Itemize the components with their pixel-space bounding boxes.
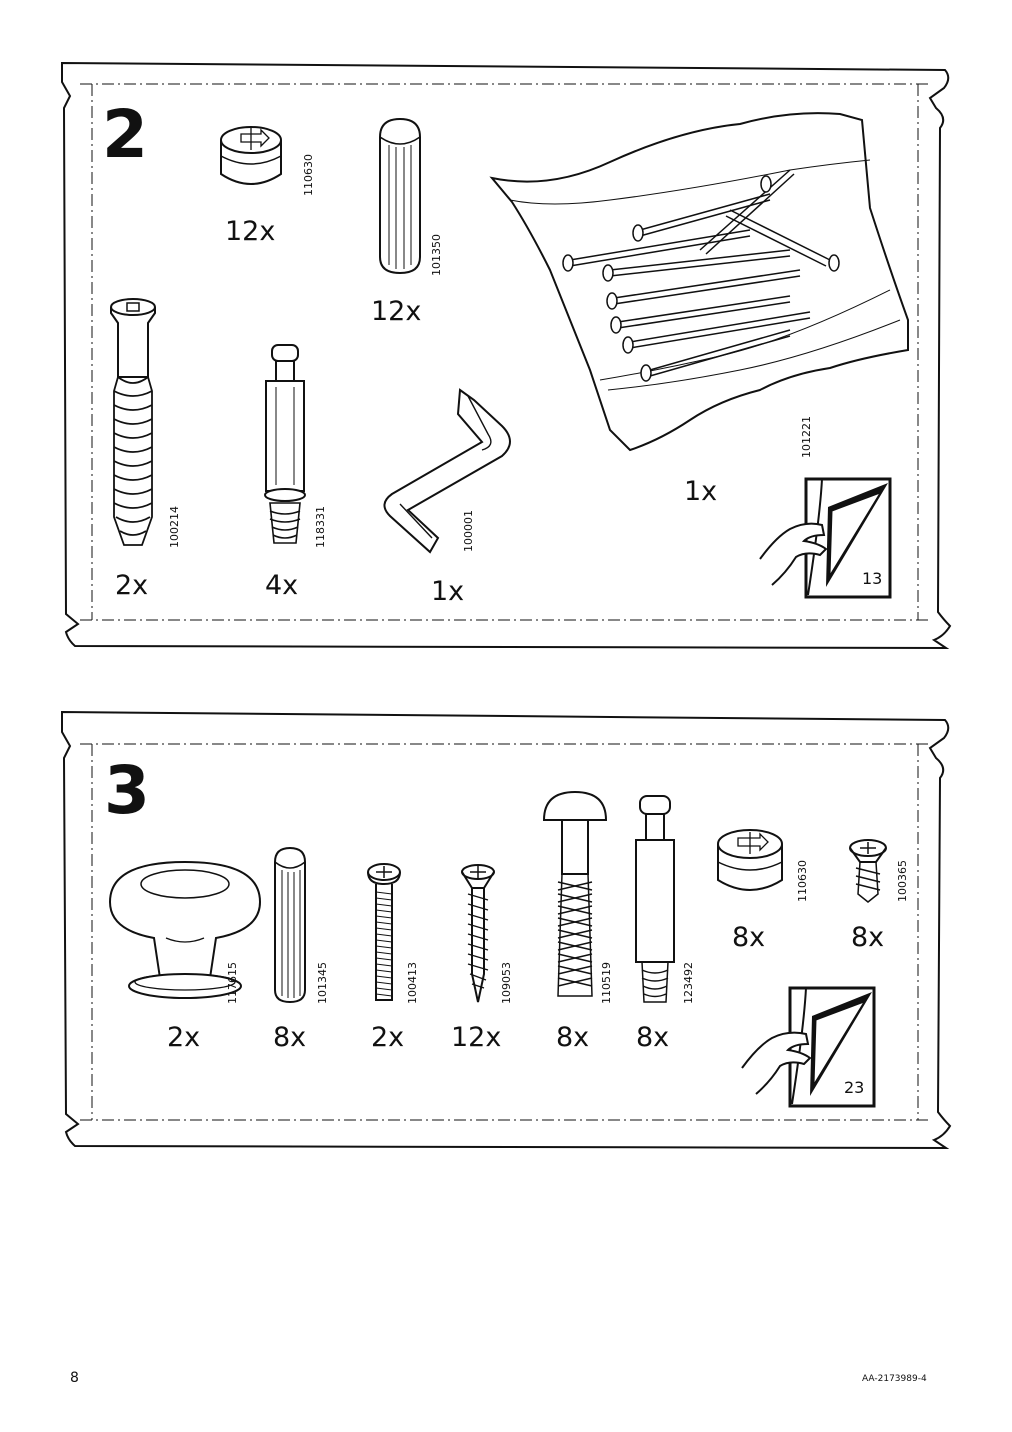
cam-lock-icon [717,829,783,891]
part-number: 117615 [226,962,239,1004]
part-quantity: 8x [851,922,885,953]
part-knob [106,860,264,1002]
part-allen-key [378,386,528,556]
part-number: 100413 [406,962,419,1004]
turn-page-icon [759,477,892,599]
part-quantity: 8x [636,1022,670,1053]
part-dowel [273,846,307,1004]
step-3-bag-outline [61,710,952,1150]
part-quantity: 2x [115,570,149,601]
part-quantity: 1x [431,576,465,607]
part-wood-screw [460,864,496,1006]
part-number: 123492 [682,962,695,1004]
part-quantity: 4x [265,570,299,601]
machine-screw-icon [367,863,401,1001]
wooden-dowel-icon [379,117,421,275]
cam-lock-icon [220,126,282,185]
part-quantity: 1x [684,476,718,507]
part-number: 110630 [796,860,809,902]
nail-bag-icon [489,112,909,452]
wooden-dowel-icon [274,846,306,1004]
document-code: AA-2173989-4 [862,1374,927,1384]
part-quantity: 12x [225,216,276,247]
part-cam-bolt [260,343,310,553]
part-quantity: 8x [732,922,766,953]
page-reference-number: 23 [844,1078,865,1097]
part-nail-bag [489,100,910,460]
part-cam-lock [710,826,790,900]
step-number: 2 [102,96,148,173]
part-shelf-pin-screw [542,790,608,1006]
wood-screw-icon [461,864,495,1003]
part-long-screw [106,297,160,553]
part-quantity: 2x [371,1022,405,1053]
part-machine-screw [366,862,402,1004]
part-quantity: 12x [451,1022,502,1053]
part-number: 110519 [600,962,613,1004]
page-number: 8 [70,1370,79,1386]
cam-bolt-icon [635,795,675,1003]
part-quantity: 12x [371,296,422,327]
shelf-pin-screw-icon [542,790,608,997]
part-dowel [378,117,422,277]
part-quantity: 8x [556,1022,590,1053]
part-number: 101345 [316,962,329,1004]
allen-key-icon [383,388,511,554]
cam-bolt-icon [264,344,306,544]
page-reference-number: 13 [862,569,883,588]
knob-icon [108,860,262,999]
short-screw-icon [849,839,887,903]
step-2-bag-outline [61,61,952,650]
part-number: 100365 [896,860,909,902]
step-number: 3 [104,752,150,829]
long-screw-icon [110,298,156,546]
turn-page-icon [741,986,876,1108]
part-quantity: 8x [273,1022,307,1053]
part-cam-lock [213,122,293,194]
part-cam-bolt [632,794,678,1006]
page-reference: 13 [756,477,892,599]
part-short-screw [848,838,888,904]
page-reference: 23 [738,986,878,1108]
part-quantity: 2x [167,1022,201,1053]
part-number: 109053 [500,962,513,1004]
